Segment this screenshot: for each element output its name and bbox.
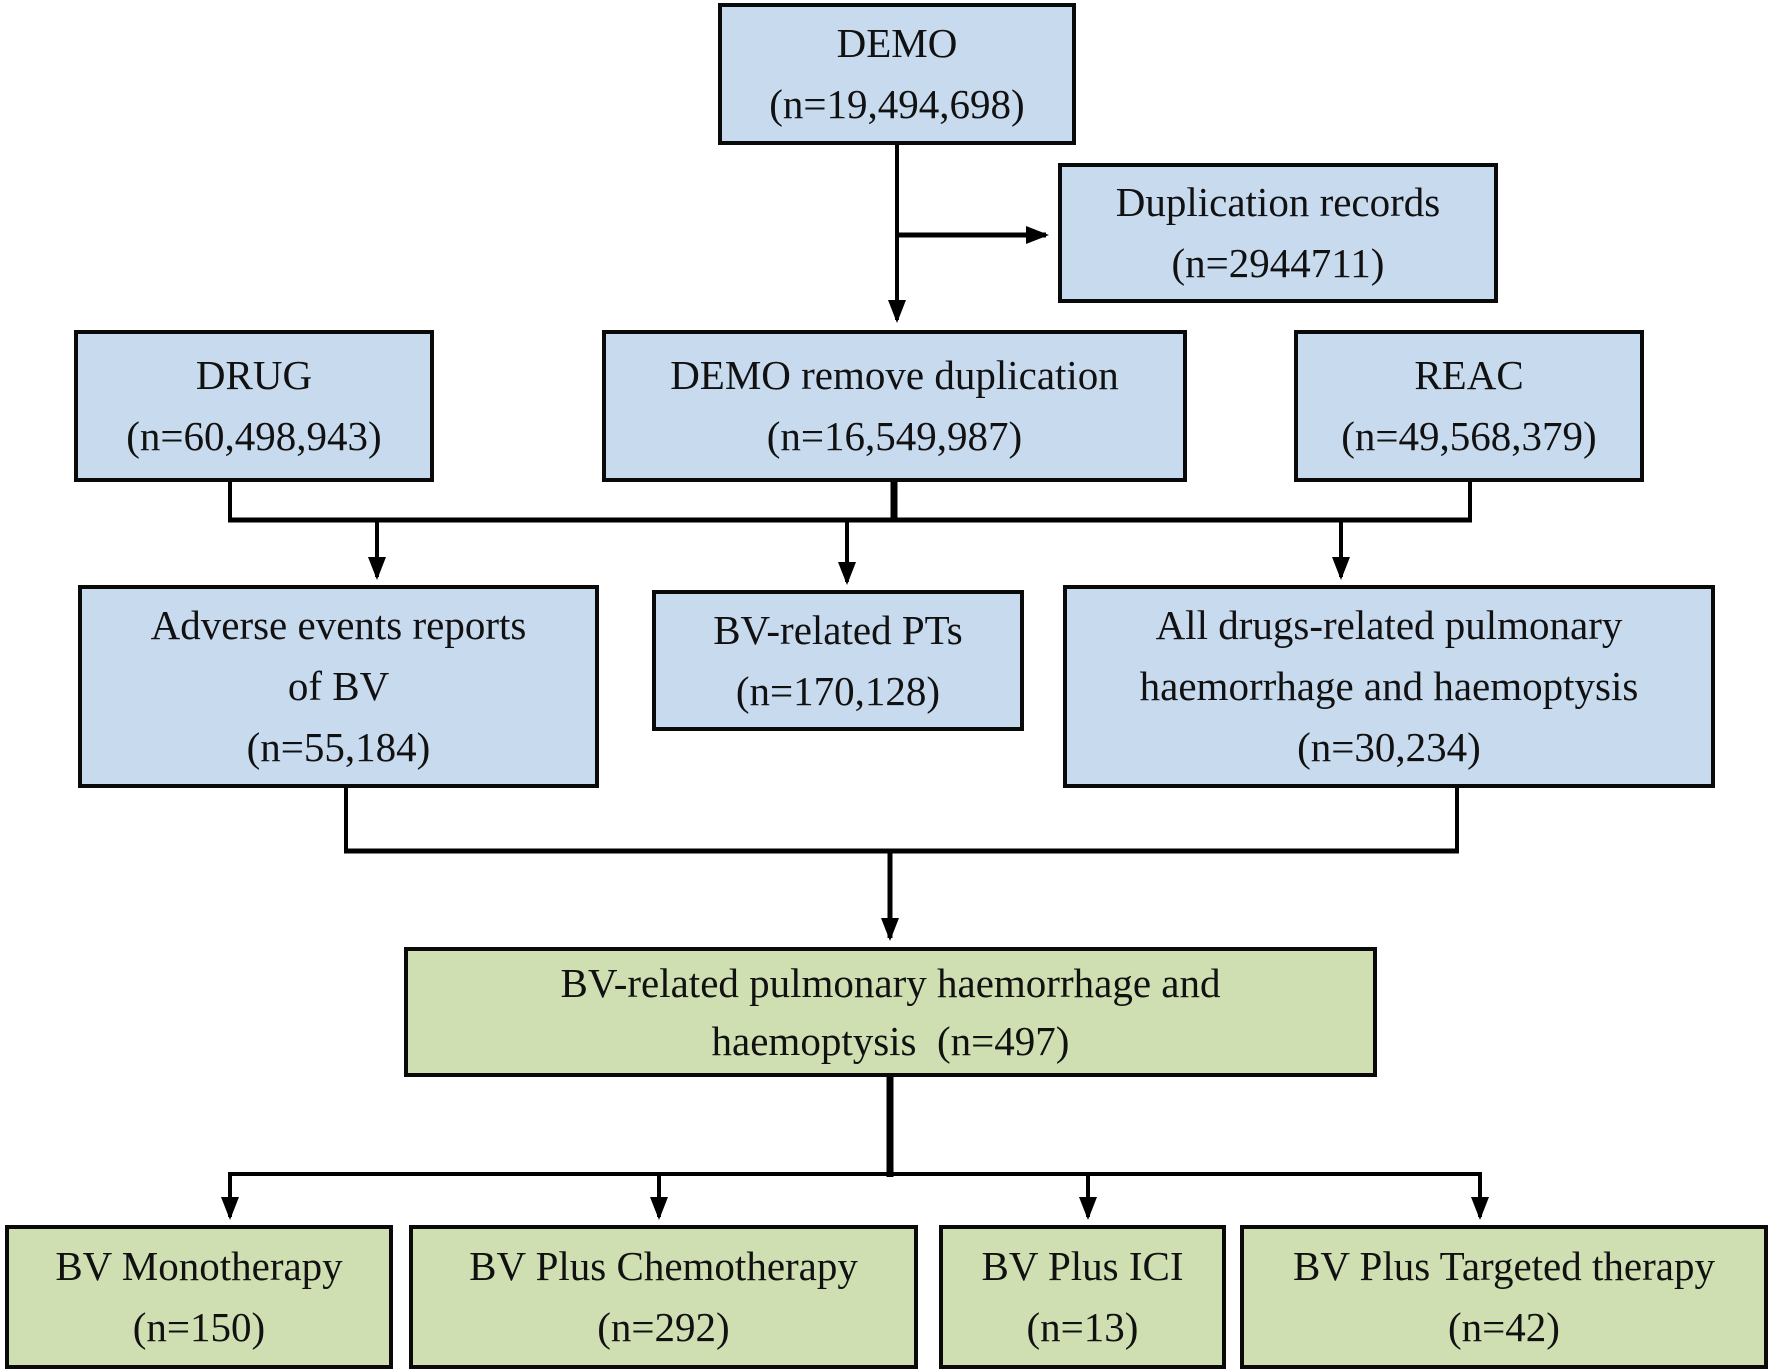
bv-ph-box: BV-related pulmonary haemorrhage and hae… — [404, 947, 1377, 1077]
reac-box: REAC (n=49,568,379) — [1294, 330, 1644, 482]
duplication-records-box: Duplication records (n=2944711) — [1058, 163, 1498, 303]
duplication-records-count: (n=2944711) — [1171, 240, 1385, 286]
adverse-bv-count: (n=55,184) — [246, 723, 431, 770]
bv-chemo-box: BV Plus Chemotherapy (n=292) — [409, 1225, 918, 1369]
bv-mono-count: (n=150) — [132, 1304, 266, 1350]
all-drugs-ph-box: All drugs-related pulmonary haemorrhage … — [1063, 585, 1715, 788]
bv-ph-label: BV-related pulmonary haemorrhage and — [560, 959, 1221, 1006]
drug-count: (n=60,498,943) — [126, 413, 382, 459]
drug-box: DRUG (n=60,498,943) — [74, 330, 434, 482]
bv-ici-count: (n=13) — [1026, 1304, 1139, 1350]
bv-mono-label: BV Monotherapy — [55, 1243, 343, 1290]
adverse-bv-box: Adverse events reports of BV (n=55,184) — [78, 585, 599, 788]
demo-dedup-count: (n=16,549,987) — [766, 413, 1023, 459]
demo-box: DEMO (n=19,494,698) — [718, 3, 1076, 145]
all-drugs-ph-count: (n=30,234) — [1297, 723, 1481, 770]
reac-count: (n=49,568,379) — [1341, 413, 1597, 459]
bv-pts-count: (n=170,128) — [735, 667, 941, 714]
adverse-bv-label-2: of BV — [287, 663, 390, 710]
bv-pts-label: BV-related PTs — [713, 606, 963, 653]
all-drugs-ph-label-1: All drugs-related pulmonary — [1155, 602, 1623, 649]
bv-chemo-count: (n=292) — [597, 1304, 730, 1350]
demo-dedup-label: DEMO remove duplication — [670, 352, 1119, 399]
adverse-bv-label-1: Adverse events reports — [150, 602, 527, 649]
all-drugs-ph-label-2: haemorrhage and haemoptysis — [1139, 663, 1639, 710]
bv-mono-box: BV Monotherapy (n=150) — [5, 1225, 393, 1369]
reac-label: REAC — [1414, 352, 1524, 399]
bv-targeted-box: BV Plus Targeted therapy (n=42) — [1240, 1225, 1768, 1369]
demo-label: DEMO — [836, 20, 958, 67]
drug-label: DRUG — [195, 352, 313, 399]
duplication-records-label: Duplication records — [1115, 179, 1441, 226]
bv-ici-box: BV Plus ICI (n=13) — [939, 1225, 1226, 1369]
bv-targeted-count: (n=42) — [1448, 1304, 1560, 1350]
bv-pts-box: BV-related PTs (n=170,128) — [652, 590, 1024, 731]
bv-ici-label: BV Plus ICI — [981, 1243, 1184, 1290]
bv-targeted-label: BV Plus Targeted therapy — [1293, 1243, 1715, 1290]
demo-count: (n=19,494,698) — [769, 81, 1025, 127]
bv-chemo-label: BV Plus Chemotherapy — [469, 1243, 858, 1290]
bv-ph-count: haemoptysis (n=497) — [711, 1018, 1070, 1064]
demo-dedup-box: DEMO remove duplication (n=16,549,987) — [602, 330, 1187, 482]
